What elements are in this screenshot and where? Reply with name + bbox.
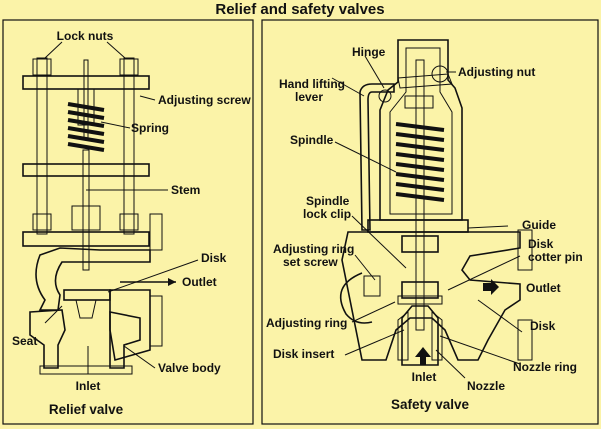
label-disk-insert: Disk insert <box>273 347 334 361</box>
label-spindle-lock-1: Spindle <box>306 194 350 208</box>
label-adjusting-nut: Adjusting nut <box>458 65 535 79</box>
label-nozzle: Nozzle <box>467 379 505 393</box>
safety-valve-drawing <box>339 39 533 366</box>
caption-safety-valve: Safety valve <box>391 397 470 412</box>
relief-panel-frame <box>2 19 254 425</box>
label-seat: Seat <box>12 334 37 348</box>
diagram-title: Relief and safety valves <box>215 1 384 18</box>
label-hand-lifting-lever: lever <box>295 90 323 104</box>
label-stem: Stem <box>171 183 200 197</box>
label-inlet-safety: Inlet <box>412 370 437 384</box>
label-disk-relief: Disk <box>201 251 227 265</box>
label-adjusting-ring-set-screw: set screw <box>283 255 338 269</box>
safety-leaders <box>331 55 523 379</box>
relief-valve-drawing <box>22 57 176 375</box>
label-lock-nuts: Lock nuts <box>57 29 114 43</box>
label-inlet-relief: Inlet <box>76 379 101 393</box>
safety-panel-frame <box>261 19 599 425</box>
label-hinge: Hinge <box>352 45 386 59</box>
label-spindle-lock-clip: lock clip <box>303 207 351 221</box>
label-nozzle-ring: Nozzle ring <box>513 360 577 374</box>
label-outlet-relief: Outlet <box>182 275 217 289</box>
label-disk-cotter-pin: cotter pin <box>528 250 583 264</box>
label-spring: Spring <box>131 121 169 135</box>
label-valve-body: Valve body <box>158 361 221 375</box>
label-guide: Guide <box>522 218 556 232</box>
label-adjusting-ring: Adjusting ring <box>266 316 347 330</box>
label-outlet-safety: Outlet <box>526 281 561 295</box>
relief-leaders <box>44 41 199 372</box>
label-adjusting-ring-set: Adjusting ring <box>273 242 354 256</box>
label-disk-safety: Disk <box>530 319 556 333</box>
caption-relief-valve: Relief valve <box>49 402 124 417</box>
label-spindle: Spindle <box>290 133 334 147</box>
label-adjusting-screw: Adjusting screw <box>158 93 251 107</box>
label-hand-lifting: Hand lifting <box>279 77 345 91</box>
label-disk-cotter: Disk <box>528 237 554 251</box>
